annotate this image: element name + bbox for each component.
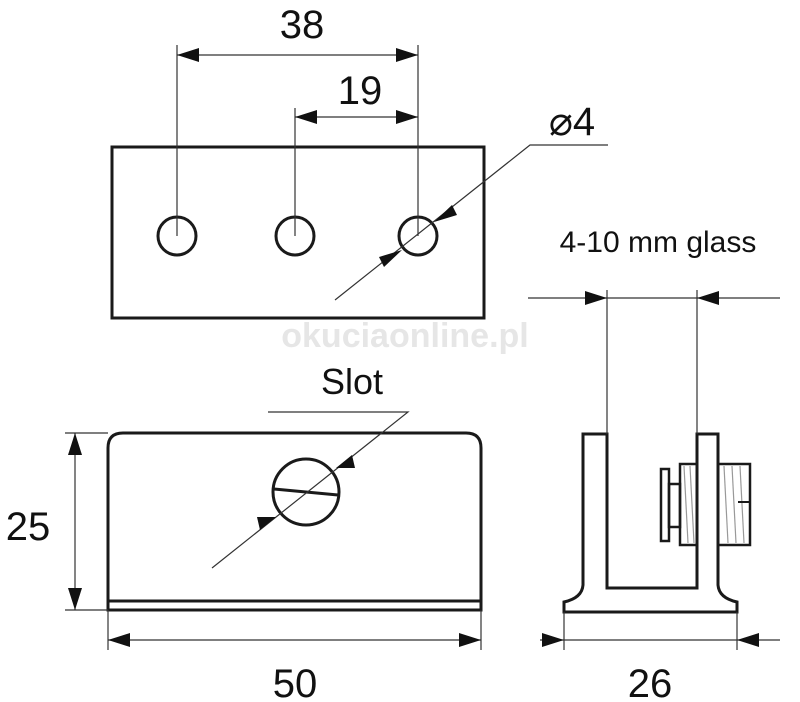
front-view: Slot 25 50	[6, 361, 483, 702]
dim-label-38: 38	[280, 3, 325, 47]
side-view: 4-10 mm glass 26	[528, 226, 780, 702]
slot-leader	[211, 411, 410, 569]
watermark: okuciaonline.pl	[281, 317, 528, 355]
slot-screw	[271, 457, 341, 527]
pressure-pad-stem	[667, 482, 682, 529]
slot-label: Slot	[321, 361, 383, 402]
diameter-leader	[334, 144, 608, 301]
dim-label-25: 25	[6, 505, 51, 549]
dim-label-19: 19	[338, 69, 383, 113]
dim-label-26: 26	[628, 662, 673, 702]
bracket-outline	[106, 431, 483, 612]
glass-thickness-label: 4-10 mm glass	[560, 226, 757, 259]
top-view: 38 19 ⌀4	[110, 3, 608, 320]
thread-outer	[716, 462, 752, 547]
thread-inner	[678, 462, 699, 547]
dim-label-diameter: ⌀4	[549, 100, 595, 144]
plate-outline	[110, 145, 486, 320]
dim-label-50: 50	[273, 662, 318, 702]
u-bracket	[562, 432, 739, 614]
